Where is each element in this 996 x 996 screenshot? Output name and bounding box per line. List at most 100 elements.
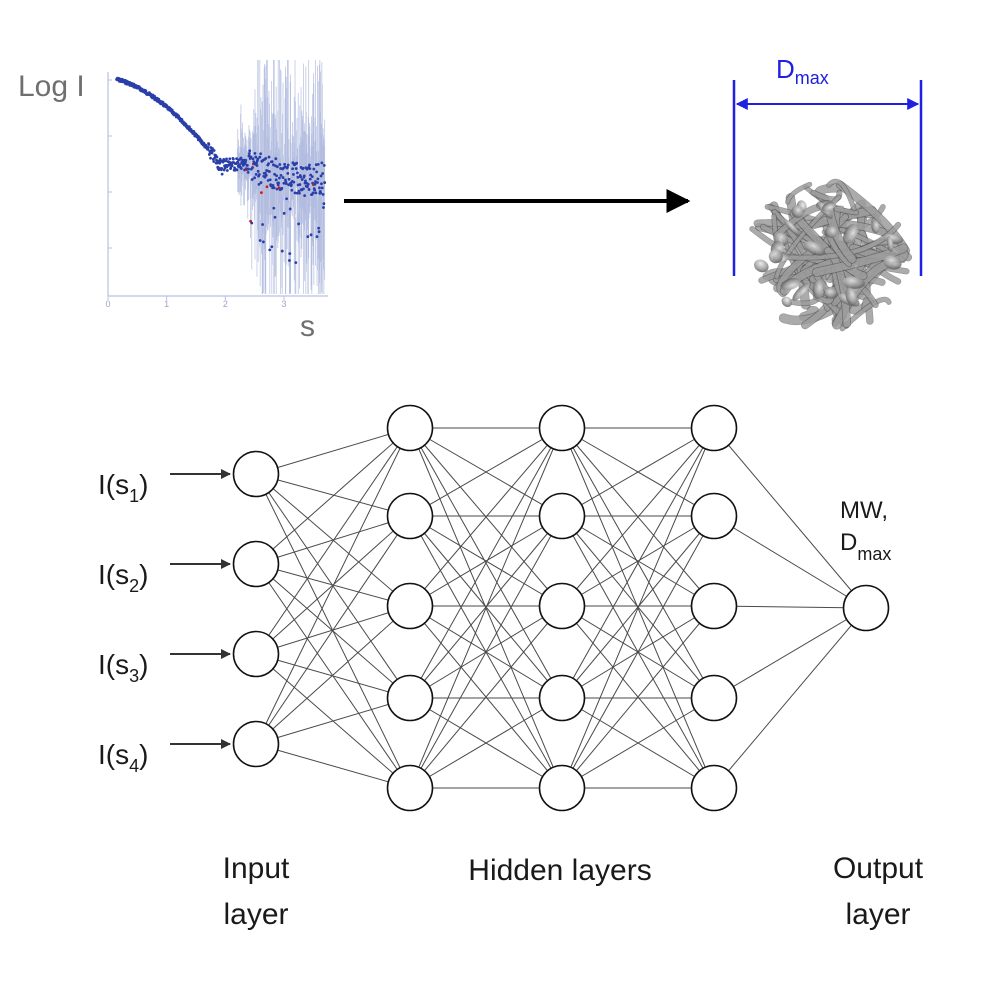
plot-data-point <box>294 261 298 265</box>
plot-data-point <box>256 157 260 161</box>
plot-data-point <box>310 175 314 178</box>
protein-helix <box>845 287 857 306</box>
protein-helix <box>768 249 783 264</box>
network-connection <box>409 427 563 789</box>
input-node <box>232 540 280 588</box>
plot-data-point <box>292 180 296 184</box>
plot-data-point <box>273 172 277 176</box>
input-node <box>232 630 280 678</box>
plot-data-point <box>273 215 277 219</box>
plot-data-point <box>270 245 274 249</box>
plot-data-point <box>294 167 298 170</box>
hidden-layers-label: Hidden layers <box>468 854 651 887</box>
protein-helix <box>825 225 837 239</box>
plot-data-point <box>267 155 271 159</box>
network-connection <box>409 427 563 517</box>
plot-data-point <box>320 182 323 186</box>
plot-data-point <box>318 186 321 190</box>
plot-xtick-label: 0 <box>105 299 110 309</box>
neural-network: I(s1) I(s2) I(s3) I(s4) MW, Dmax Input l… <box>98 404 924 931</box>
plot-data-point <box>271 183 275 187</box>
dmax-label: Dmax <box>776 54 829 88</box>
plot-data-point <box>264 156 268 160</box>
plot-data-point <box>250 178 254 181</box>
protein-tube <box>834 206 859 215</box>
protein-helix <box>791 205 804 219</box>
plot-data-point <box>323 181 327 184</box>
protein-helix <box>886 235 894 253</box>
svg-text:I(s2): I(s2) <box>98 559 148 596</box>
plot-data-point <box>249 155 253 159</box>
plot-data-point <box>297 189 301 193</box>
plot-data-point <box>308 177 312 181</box>
plot-data-point <box>282 211 286 215</box>
plot-data-point <box>301 166 305 170</box>
plot-data-point <box>315 235 319 239</box>
plot-data-point <box>254 155 258 159</box>
svg-text:I(s4): I(s4) <box>98 739 148 776</box>
network-connection <box>561 427 715 517</box>
plot-data-point <box>248 149 252 153</box>
particle-panel: Dmax <box>732 54 923 332</box>
plot-data-point <box>316 181 319 184</box>
hidden-node <box>538 492 586 540</box>
output-layer-label-line2: layer <box>845 898 910 931</box>
plot-data-point <box>222 157 226 161</box>
plot-data-point <box>306 182 310 186</box>
plot-data-point <box>238 163 242 167</box>
plot-data-point <box>279 173 283 177</box>
plot-data-point <box>272 206 276 210</box>
plot-data-point <box>317 230 321 234</box>
protein-helix <box>781 296 793 307</box>
plot-xtick-label: 2 <box>223 299 228 309</box>
plot-data-point <box>313 188 317 192</box>
plot-data-point <box>261 240 265 244</box>
hidden-node <box>386 582 434 630</box>
network-connection <box>255 515 411 745</box>
plot-data-point <box>251 166 254 169</box>
plot-data-point <box>315 170 319 174</box>
plot-data-point <box>261 223 264 226</box>
plot-data-point <box>235 168 239 172</box>
plot-data-point <box>284 182 288 186</box>
hidden-node <box>386 764 434 812</box>
plot-data-point <box>287 183 291 187</box>
plot-data-point <box>247 167 250 171</box>
output-node <box>842 584 890 632</box>
plot-data-point <box>292 173 295 176</box>
protein-helix <box>871 220 880 234</box>
input-label-1: I(s1) <box>98 469 231 506</box>
plot-data-point <box>254 172 258 176</box>
plot-data-point <box>221 160 225 164</box>
protein-helix <box>792 283 810 301</box>
hidden-node <box>538 764 586 812</box>
plot-data-point <box>288 207 292 211</box>
plot-data-point <box>313 182 317 186</box>
plot-data-point <box>308 163 311 167</box>
plot-data-point <box>302 187 305 191</box>
plot-data-point <box>286 163 290 167</box>
plot-data-point <box>320 161 324 165</box>
plot-data-point <box>246 170 250 174</box>
plot-data-point <box>258 239 262 242</box>
network-connection <box>255 427 411 745</box>
plot-data-point <box>309 233 313 237</box>
hidden-node <box>690 582 738 630</box>
plot-data-point <box>259 191 263 195</box>
input-label-4: I(s4) <box>98 739 231 776</box>
network-connection <box>255 515 411 565</box>
plot-axes <box>107 72 328 297</box>
hidden-node <box>386 492 434 540</box>
plot-data-point <box>281 176 285 179</box>
plot-data-point <box>264 173 268 177</box>
protein-tube <box>862 297 873 324</box>
protein-structure-image <box>749 178 913 332</box>
plot-data-point <box>268 248 272 252</box>
input-node <box>232 450 280 498</box>
plot-data-point <box>299 175 303 179</box>
network-nodes <box>232 404 890 812</box>
plot-data-point <box>209 156 212 160</box>
hidden-node <box>690 404 738 452</box>
